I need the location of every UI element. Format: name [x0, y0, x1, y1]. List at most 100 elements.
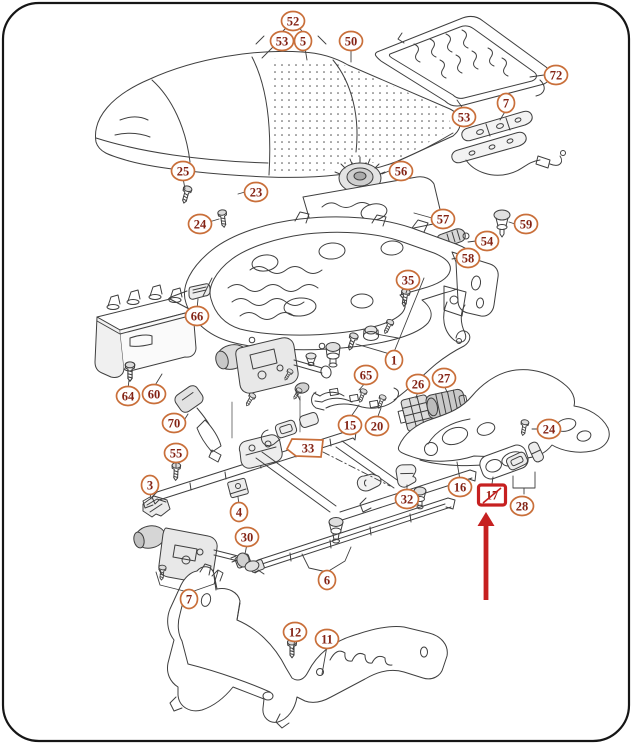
callout-20[interactable]: 20 — [364, 415, 390, 437]
callout-70[interactable]: 70 — [161, 412, 187, 434]
callout-59[interactable]: 59 — [513, 213, 539, 235]
callout-58[interactable]: 58 — [455, 247, 481, 269]
callout-54[interactable]: 54 — [474, 230, 500, 252]
callout-label-6: 6 — [324, 573, 330, 587]
callout-label-3: 3 — [147, 478, 153, 492]
callout-7b[interactable]: 7 — [179, 588, 199, 610]
callout-16[interactable]: 16 — [447, 476, 473, 498]
callout-24b[interactable]: 24 — [536, 418, 562, 440]
callout-52[interactable]: 52 — [280, 10, 306, 32]
part-floor-console — [167, 563, 448, 729]
callout-11[interactable]: 11 — [314, 628, 340, 650]
part-rail-bracket — [227, 477, 249, 499]
callout-label-70: 70 — [168, 416, 181, 430]
callout-32[interactable]: 32 — [394, 488, 420, 510]
diagram-line-art — [94, 16, 610, 729]
callout-label-11: 11 — [321, 632, 333, 646]
part-frame-clip — [188, 283, 211, 300]
callout-label-32: 32 — [401, 492, 414, 506]
part-heater-element — [374, 16, 552, 107]
callout-label-28: 28 — [516, 499, 529, 513]
callout-55[interactable]: 55 — [163, 442, 189, 464]
callout-label-35: 35 — [402, 273, 415, 287]
callout-label-54: 54 — [481, 234, 494, 248]
callout-72[interactable]: 72 — [543, 64, 569, 86]
callout-label-60: 60 — [148, 387, 161, 401]
callout-label-25: 25 — [177, 164, 190, 178]
callout-50[interactable]: 50 — [338, 30, 364, 52]
callout-label-59: 59 — [520, 217, 533, 231]
callout-label-53a: 53 — [276, 34, 289, 48]
callout-65[interactable]: 65 — [353, 364, 379, 386]
callout-label-24a: 24 — [194, 217, 207, 231]
callout-label-7a: 7 — [503, 96, 509, 110]
part-switch-caps — [506, 441, 544, 471]
highlight-layer: 17 — [476, 483, 508, 600]
callout-label-57: 57 — [437, 212, 450, 226]
callout-56[interactable]: 56 — [388, 160, 414, 182]
callout-label-58: 58 — [462, 251, 475, 265]
callout-label-30: 30 — [241, 530, 254, 544]
callout-6[interactable]: 6 — [317, 569, 337, 591]
callout-1[interactable]: 1 — [384, 349, 404, 371]
callout-label-5: 5 — [300, 34, 306, 48]
leader-lines — [127, 26, 545, 675]
part-mounting-hardware — [305, 317, 396, 368]
callout-label-20: 20 — [371, 419, 384, 433]
callout-24a[interactable]: 24 — [187, 213, 213, 235]
callout-3[interactable]: 3 — [140, 474, 160, 496]
callout-57[interactable]: 57 — [430, 208, 456, 230]
callout-label-33: 33 — [302, 441, 315, 455]
callout-5[interactable]: 5 — [293, 30, 313, 52]
callout-label-52: 52 — [287, 14, 300, 28]
callout-25[interactable]: 25 — [170, 160, 196, 182]
highlighted-callout-17[interactable]: 17 — [476, 483, 508, 507]
callout-label-50: 50 — [345, 34, 358, 48]
callout-28[interactable]: 28 — [509, 495, 535, 517]
part-rail-clips — [356, 464, 417, 492]
callout-label-16: 16 — [454, 480, 467, 494]
part-seat-frame — [166, 211, 499, 351]
callout-26[interactable]: 26 — [405, 373, 431, 395]
callout-label-72: 72 — [550, 68, 563, 82]
red-pointer-arrow — [477, 512, 495, 600]
callout-35[interactable]: 35 — [395, 269, 421, 291]
callout-label-64: 64 — [122, 389, 135, 403]
callout-label-24b: 24 — [543, 422, 556, 436]
part-end-cap — [142, 495, 171, 518]
screw-64 — [124, 361, 136, 382]
callout-label-23: 23 — [250, 185, 263, 199]
part-wiring-harness-seat — [311, 330, 471, 411]
callout-27[interactable]: 27 — [431, 367, 457, 389]
part-seat-motor-lower — [133, 525, 265, 584]
callout-4[interactable]: 4 — [229, 501, 249, 523]
callout-layer: 52 53 5 50 72 7 53 56 25 23 24 57 59 54 58 35 66 1 65 26 27 1… — [115, 10, 569, 650]
callout-label-27: 27 — [438, 371, 451, 385]
callout-label-26: 26 — [412, 377, 425, 391]
callout-label-4: 4 — [236, 505, 243, 519]
callout-23[interactable]: 23 — [243, 181, 269, 203]
callout-7a[interactable]: 7 — [496, 92, 516, 114]
callout-33[interactable]: 33 — [285, 438, 324, 458]
callout-60[interactable]: 60 — [141, 383, 167, 405]
callout-64[interactable]: 64 — [115, 385, 141, 407]
callout-12[interactable]: 12 — [282, 621, 308, 643]
callout-53a[interactable]: 53 — [269, 30, 295, 52]
callout-label-15: 15 — [344, 418, 357, 432]
part-side-trim-panel — [397, 369, 610, 467]
callout-53b[interactable]: 53 — [451, 106, 477, 128]
callout-label-7b: 7 — [186, 592, 192, 606]
callout-15[interactable]: 15 — [337, 414, 363, 436]
callout-label-55: 55 — [170, 446, 183, 460]
part-seatbelt-buckle — [174, 385, 222, 463]
callout-label-65: 65 — [360, 368, 373, 382]
callout-66[interactable]: 66 — [184, 305, 210, 327]
callout-label-66: 66 — [191, 309, 204, 323]
callout-30[interactable]: 30 — [234, 526, 260, 548]
callout-label-53b: 53 — [458, 110, 471, 124]
part-wiring-harness-top — [451, 110, 566, 176]
part-storage-drawer — [94, 284, 197, 378]
callout-label-12: 12 — [289, 625, 302, 639]
